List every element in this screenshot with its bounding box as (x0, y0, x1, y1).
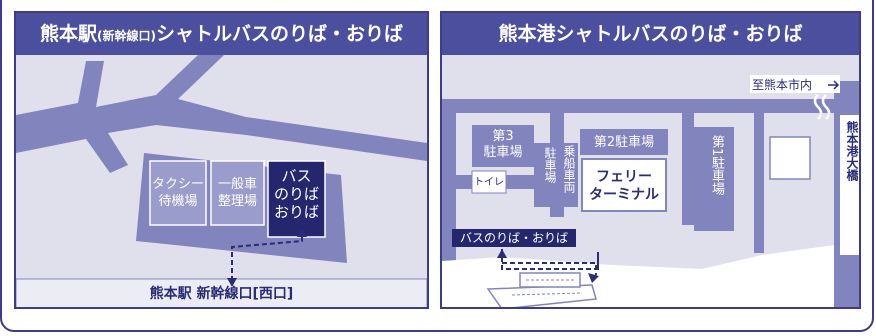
port-panel-title: 熊本港シャトルバスのりば・おりば (442, 13, 859, 55)
bridge-label-bg (840, 115, 859, 255)
station-title-main: 熊本駅 (39, 23, 97, 45)
route-arrow-up (297, 228, 307, 237)
parking-3-label: 第3 駐車場 (483, 129, 523, 160)
station-building (16, 278, 427, 307)
toilet-label: トイレ (474, 177, 504, 188)
port-map: 至熊本市内 第3 駐車場 トイレ 駐車場 乗船車両 第2駐車場 フェリー ターミ… (442, 55, 859, 307)
station-map-panel: 熊本駅(新幹線口)シャトルバスのりば・おりば タクシー 待機場 一般車 (14, 11, 429, 309)
port-left-road (442, 99, 456, 299)
building-square (769, 136, 811, 180)
boarding-parking-col1: 乗船車両 (562, 145, 576, 193)
taxi-area (149, 160, 207, 226)
ferry-windows-lower (511, 292, 583, 296)
parking-2-label: 第2駐車場 (593, 135, 655, 150)
port-inner-road-3 (682, 113, 694, 225)
terminal-label: フェリー ターミナル (589, 169, 659, 203)
port-map-panel: 熊本港シャトルバスのりば・おりば (440, 11, 861, 309)
port-walking-route (501, 255, 597, 275)
port-route-arrow-down (588, 273, 599, 283)
toilet (471, 170, 507, 194)
bus-stop-area[interactable] (267, 160, 326, 238)
station-map-drawing (16, 55, 427, 307)
station-map: タクシー 待機場 一般車 整理場 バス のりば おりば 熊本駅 新幹線口[西口] (16, 55, 427, 307)
ferry-terminal (581, 158, 667, 212)
parking-3 (472, 125, 534, 167)
station-exit-label: 熊本駅 新幹線口[西口] (149, 286, 294, 302)
city-arrow-icon (828, 80, 840, 90)
bus-stop-label: バス のりば おりば (273, 167, 319, 221)
general-car-label: 一般車 整理場 (217, 177, 257, 209)
port-main-road (442, 99, 834, 113)
port-walking-route-a (501, 249, 599, 270)
road-break-icon (813, 94, 831, 120)
station-panel-title: 熊本駅(新幹線口)シャトルバスのりば・おりば (16, 13, 427, 55)
station-road (16, 55, 427, 173)
general-car-area (210, 160, 265, 226)
parking-2 (580, 129, 668, 155)
parking-1-label: 第1駐車場 (709, 135, 724, 196)
station-title-rest: シャトルバスのりば・おりば (155, 23, 403, 45)
to-city-label: 至熊本市内 (752, 78, 813, 92)
boarding-vehicle-parking (534, 143, 578, 207)
ferry-cabin (519, 272, 581, 288)
route-arrow-down (227, 278, 237, 287)
boarding-parking-col2: 駐車場 (543, 147, 557, 183)
port-route-arrow-up (497, 249, 507, 258)
bridge-label: 熊本港大橋 (845, 121, 859, 181)
port-bus-stop-label: バスのりば・おりば (459, 231, 568, 245)
taxi-label: タクシー 待機場 (151, 177, 204, 209)
port-right-road (754, 113, 764, 253)
city-sign-bg (750, 75, 840, 93)
port-map-drawing (442, 75, 859, 307)
port-bus-stop[interactable] (452, 229, 576, 247)
station-title-sub: (新幹線口) (97, 29, 156, 43)
parking-1 (694, 127, 734, 231)
walking-route (231, 235, 303, 281)
